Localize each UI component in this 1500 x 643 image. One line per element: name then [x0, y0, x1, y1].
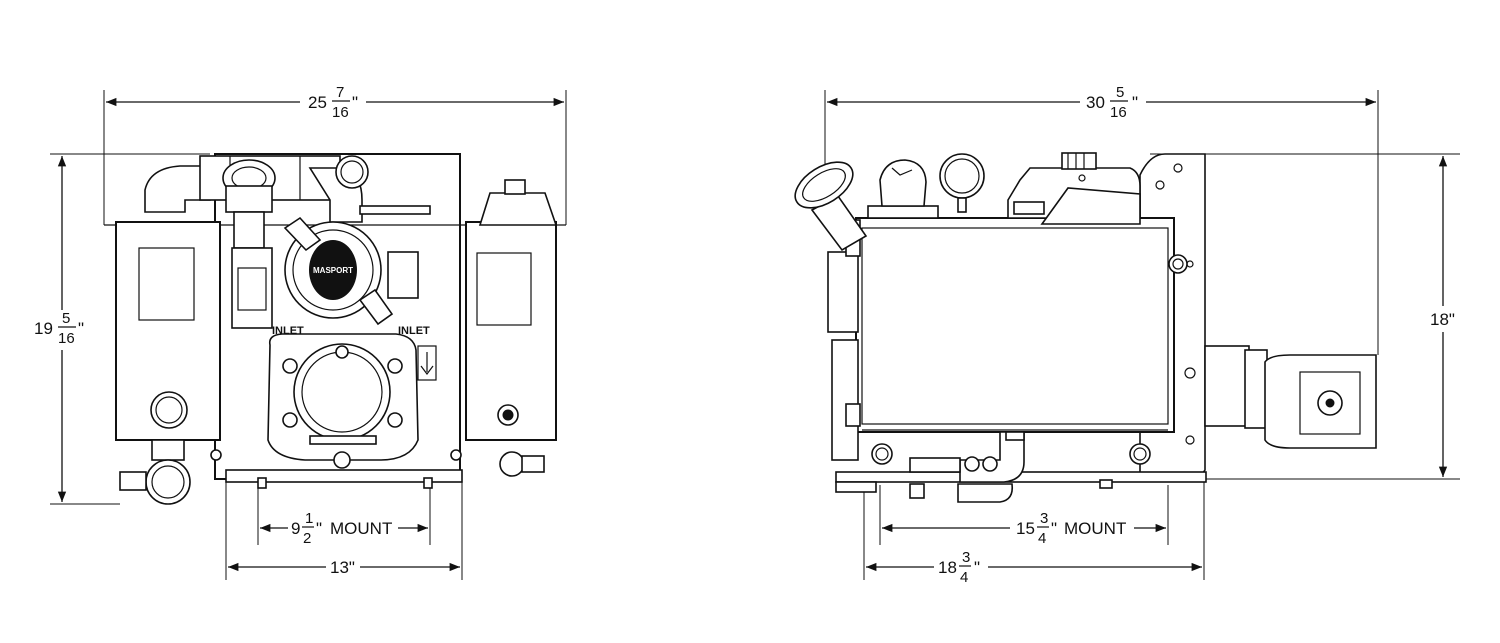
side-height-text: 18" — [1430, 310, 1455, 329]
front-width-dimension: 25 7 16 " — [106, 84, 564, 121]
side-width-num: 5 — [1116, 84, 1124, 101]
side-base-whole: 18 — [938, 558, 957, 577]
side-base-den: 4 — [960, 569, 968, 586]
side-base-dimension: 18 3 4 " — [866, 549, 1202, 586]
front-width-whole: 25 — [308, 93, 327, 112]
front-width-num: 7 — [336, 84, 344, 101]
side-view: 30 5 16 " 18" 15 3 4 " MOUNT 18 — [794, 84, 1460, 586]
side-mount-dimension: 15 3 4 " MOUNT — [882, 510, 1166, 547]
side-height-dimension: 18" — [1430, 155, 1455, 477]
side-width-den: 16 — [1110, 104, 1127, 121]
front-mount-suffix: MOUNT — [330, 519, 392, 538]
side-base-num: 3 — [962, 549, 970, 566]
side-width-dimension: 30 5 16 " — [827, 84, 1376, 121]
side-width-unit: " — [1132, 93, 1138, 112]
front-height-dimension: 19 5 16 " — [34, 155, 84, 502]
side-mount-whole: 15 — [1016, 519, 1035, 538]
inlet-label-right: INLET — [398, 325, 430, 337]
front-height-num: 5 — [62, 310, 70, 327]
side-width-whole: 30 — [1086, 93, 1105, 112]
side-mount-unit: " — [1051, 519, 1057, 538]
front-machine-body: MASPORT INLET INLET — [104, 153, 566, 505]
front-width-den: 16 — [332, 104, 349, 121]
side-mount-den: 4 — [1038, 530, 1046, 547]
front-view: 25 7 16 " 19 5 16 " 9 1 2 " MOUNT — [34, 84, 567, 580]
front-mount-num: 1 — [305, 510, 313, 527]
pump-brand-label: MASPORT — [313, 266, 353, 275]
front-base-text: 13" — [330, 558, 355, 577]
side-base-unit: " — [974, 558, 980, 577]
side-machine-body — [794, 152, 1377, 503]
front-mount-dimension: 9 1 2 " MOUNT — [260, 510, 428, 547]
front-mount-den: 2 — [303, 530, 311, 547]
front-mount-whole: 9 — [291, 519, 300, 538]
front-height-unit: " — [78, 319, 84, 338]
front-height-den: 16 — [58, 330, 75, 347]
side-mount-num: 3 — [1040, 510, 1048, 527]
front-width-unit: " — [352, 93, 358, 112]
front-mount-unit: " — [316, 519, 322, 538]
front-base-dimension: 13" — [227, 558, 460, 577]
front-height-whole: 19 — [34, 319, 53, 338]
side-mount-suffix: MOUNT — [1064, 519, 1126, 538]
